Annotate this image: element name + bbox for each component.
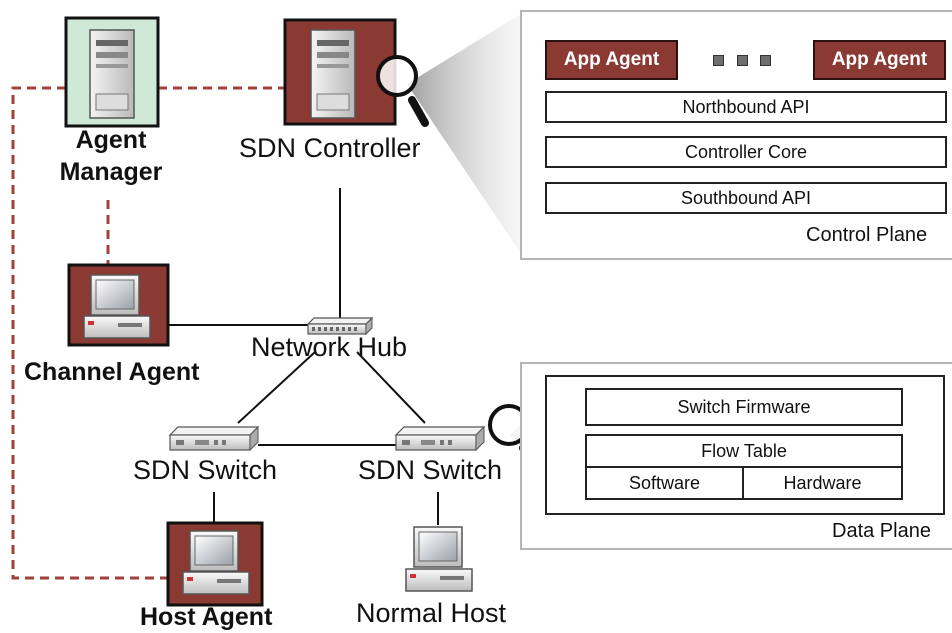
agent-manager-icon[interactable] — [64, 16, 160, 128]
flow-table-label: Flow Table — [701, 440, 787, 461]
app-agent-right[interactable]: App Agent — [813, 40, 946, 80]
channel-agent-label: Channel Agent — [24, 358, 200, 386]
control-plane-label: Control Plane — [806, 224, 928, 246]
ellipsis-dot-1 — [713, 55, 724, 66]
hardware-cell: Hardware — [744, 466, 901, 498]
southbound-api-bar: Southbound API — [545, 182, 947, 214]
northbound-api-bar: Northbound API — [545, 91, 947, 123]
normal-host-label: Normal Host — [356, 598, 507, 628]
agent-manager-label: Agent Manager — [36, 124, 186, 188]
management-dashed-links — [11, 86, 285, 580]
controller-magnifier-icon — [376, 55, 429, 127]
network-links — [168, 188, 439, 525]
ellipsis-dot-3 — [760, 55, 771, 66]
data-plane-label: Data Plane — [832, 520, 931, 542]
ellipsis-dot-2 — [737, 55, 748, 66]
agent-manager-label-line2: Manager — [59, 158, 163, 186]
network-hub-icon[interactable] — [306, 316, 374, 336]
network-hub-label: Network Hub — [251, 332, 408, 362]
sdn-switch-right-label: SDN Switch — [358, 455, 503, 485]
controller-core-bar: Controller Core — [545, 136, 947, 168]
sdn-switch-left-icon[interactable] — [168, 425, 260, 452]
host-agent-icon[interactable] — [166, 521, 264, 607]
sdn-controller-label: SDN Controller — [239, 133, 421, 163]
sdn-switch-left-label: SDN Switch — [133, 455, 278, 485]
channel-agent-icon[interactable] — [67, 263, 170, 347]
controller-zoom-beam — [407, 12, 524, 258]
normal-host-icon[interactable] — [405, 526, 473, 592]
software-cell: Software — [587, 466, 744, 498]
sdn-switch-right-icon[interactable] — [394, 425, 486, 452]
switch-firmware-bar: Switch Firmware — [585, 388, 903, 426]
host-agent-label: Host Agent — [140, 603, 273, 631]
app-agent-left[interactable]: App Agent — [545, 40, 678, 80]
agent-manager-label-line1: Agent — [75, 126, 147, 154]
